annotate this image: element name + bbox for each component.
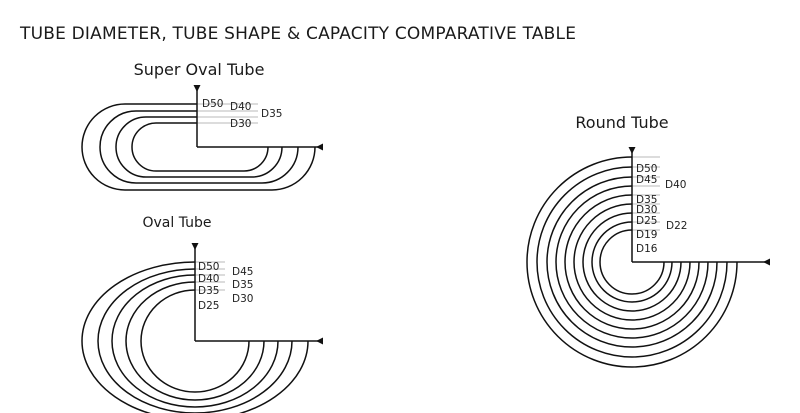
size-label-d45: D45 [636, 174, 657, 186]
round-ring [582, 212, 682, 312]
size-label-d45: D45 [232, 266, 253, 278]
round-ring [573, 203, 691, 321]
round-ring [555, 185, 709, 339]
size-label-d25: D25 [198, 300, 219, 312]
size-label-d40: D40 [665, 179, 686, 191]
size-label-d35: D35 [232, 279, 253, 291]
super-oval-ring [115, 116, 283, 178]
size-label-d35: D35 [636, 194, 657, 206]
size-label-d50: D50 [202, 98, 223, 110]
axis-arrow-left [316, 143, 323, 151]
round-ring [526, 156, 738, 368]
size-label-d30: D30 [636, 204, 657, 216]
super-oval-labels: D50 D40 D35 D30 [202, 98, 282, 130]
size-label-d30: D30 [230, 118, 251, 130]
round-ring [591, 221, 673, 303]
axis-arrow-down [628, 147, 636, 154]
round-ring [536, 166, 728, 358]
size-label-d25: D25 [636, 215, 657, 227]
oval-tube-diagram [81, 243, 323, 413]
round-labels: D50 D45 D40 D35 D30 D25 D22 D19 D16 [636, 163, 687, 255]
super-oval-tube-diagram [81, 85, 323, 191]
size-label-d22: D22 [666, 220, 687, 232]
super-oval-ring [99, 110, 299, 184]
oval-labels: D50 D45 D40 D35 D35 D30 D25 [198, 261, 253, 312]
size-label-d30: D30 [232, 293, 253, 305]
oval-ring [140, 289, 250, 393]
super-oval-ring [81, 103, 316, 191]
size-label-d40: D40 [230, 101, 251, 113]
oval-heading: Oval Tube [142, 215, 211, 231]
oval-ring [125, 281, 265, 401]
size-label-d19: D19 [636, 229, 657, 241]
size-label-d50: D50 [636, 163, 657, 175]
super-oval-ring [131, 122, 269, 172]
size-label-d40: D40 [198, 273, 219, 285]
round-ring [599, 229, 665, 295]
axis-arrow-left [316, 337, 323, 345]
super-oval-heading: Super Oval Tube [134, 60, 265, 79]
axis-arrow-down [191, 243, 199, 250]
size-label-d16: D16 [636, 243, 658, 255]
axis-arrow-down [193, 85, 201, 92]
size-label-d35: D35 [261, 108, 282, 120]
round-ring [564, 194, 700, 330]
round-heading: Round Tube [575, 113, 668, 132]
round-tube-diagram [526, 147, 770, 368]
page-title: TUBE DIAMETER, TUBE SHAPE & CAPACITY COM… [20, 24, 577, 44]
oval-ring [97, 268, 293, 413]
size-label-d50: D50 [198, 261, 219, 273]
round-ring [546, 176, 718, 348]
size-label-d35: D35 [198, 285, 219, 297]
axis-arrow-left [763, 258, 770, 266]
oval-ring [111, 274, 279, 408]
oval-ring [81, 261, 309, 413]
